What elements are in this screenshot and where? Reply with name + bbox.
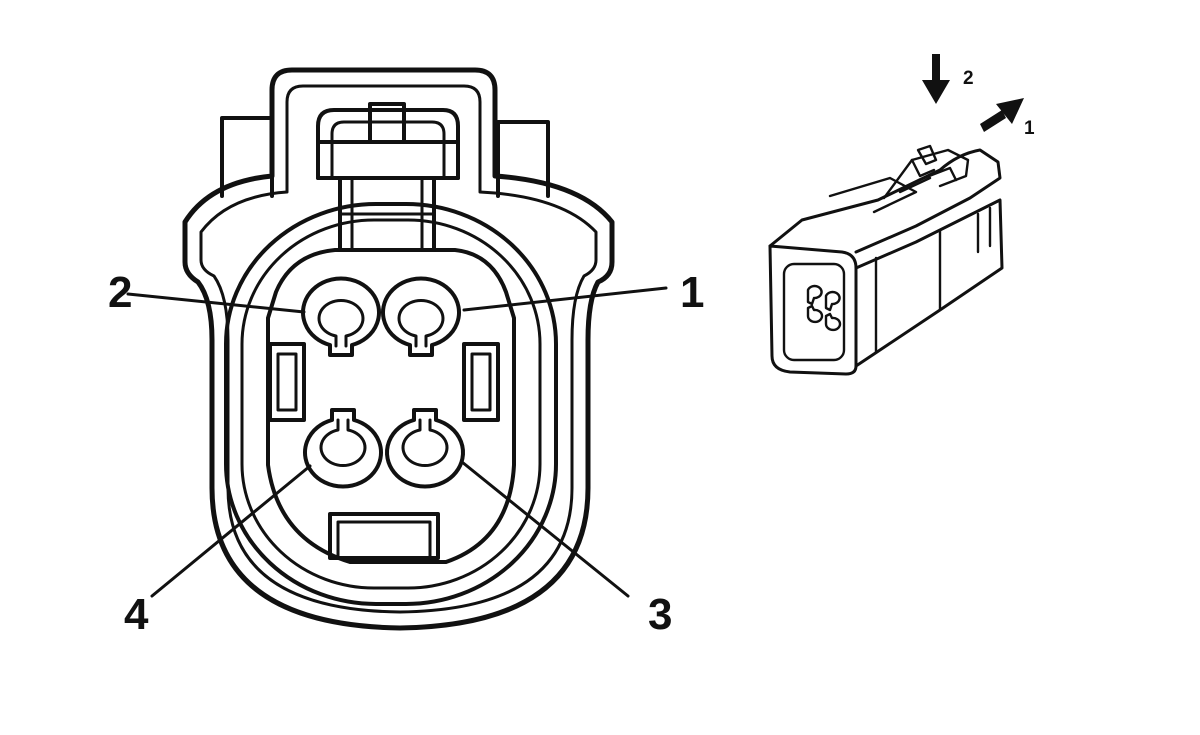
connector-latch: [882, 148, 970, 200]
connector-side-body: [854, 198, 1004, 368]
pin-label-4: 4: [124, 590, 149, 639]
connector-3d-view: 2 1: [768, 54, 1035, 376]
connector-front-face: [768, 244, 858, 376]
terminal-cavity-outline: [266, 248, 516, 564]
leader-line-pin-3: [460, 460, 630, 598]
step-label-2: 2: [963, 68, 974, 89]
terminal-3: [385, 408, 465, 489]
step-label-1: 1: [1024, 118, 1035, 139]
right-ear-tab: [496, 120, 550, 198]
latch-recess-inner: [330, 120, 446, 180]
leader-line-pin-4: [150, 464, 312, 598]
terminal-2: [301, 276, 381, 357]
arrow-up-right-icon: [980, 98, 1024, 132]
leader-line-pin-2: [126, 292, 306, 314]
right-guide-slot: [462, 342, 500, 422]
pin-label-1: 1: [680, 268, 704, 317]
left-guide-slot-inner: [276, 352, 298, 412]
connector-face-pins: [806, 284, 842, 332]
pin-label-3: 3: [648, 590, 672, 639]
housing-second-outline: [199, 84, 598, 614]
seal-ring-inner: [240, 218, 542, 590]
left-guide-slot: [268, 342, 306, 422]
housing-outer-outline: [182, 67, 615, 631]
connector-front-inner: [782, 262, 846, 362]
terminal-1: [381, 276, 461, 357]
latch-recess: [316, 108, 460, 180]
latch-block-top: [316, 140, 460, 180]
right-guide-slot-inner: [470, 352, 492, 412]
seal-ring-outer: [224, 202, 558, 606]
terminal-4: [303, 408, 383, 489]
arrow-down-icon: [922, 54, 950, 104]
pin-label-2: 2: [108, 268, 132, 317]
connector-face-view: 2 1 4 3: [108, 67, 704, 639]
bottom-key-inner: [336, 520, 432, 560]
leader-line-pin-1: [462, 286, 668, 312]
connector-top-surface: [768, 148, 1002, 254]
